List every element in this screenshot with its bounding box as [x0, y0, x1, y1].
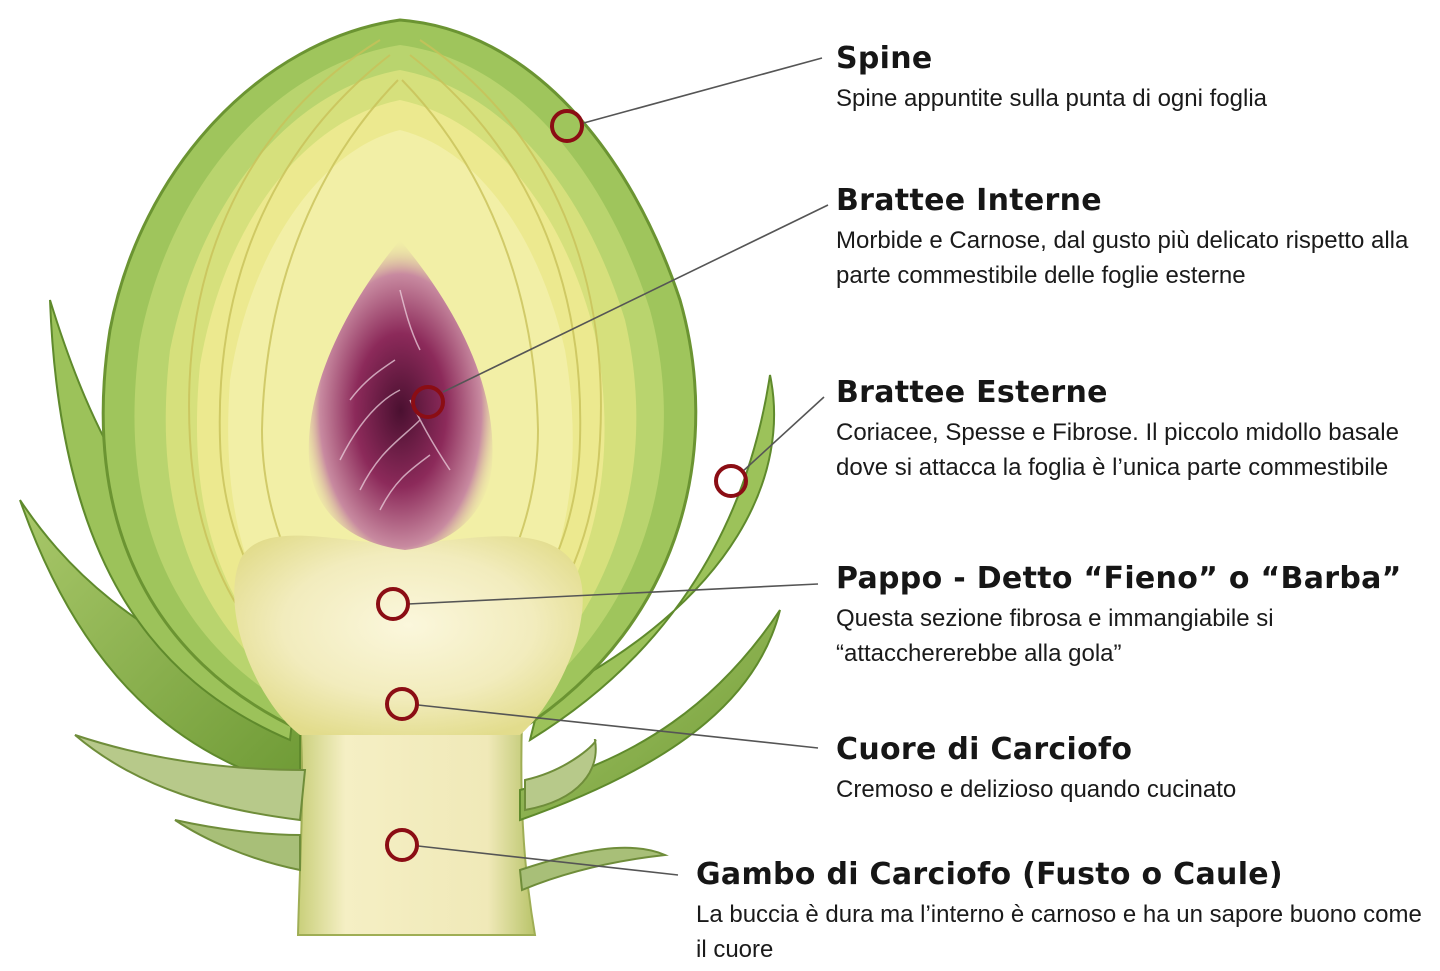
label-cuore: Cuore di Carciofo Cremoso e delizioso qu… — [836, 731, 1426, 807]
label-spine: Spine Spine appuntite sulla punta di ogn… — [836, 40, 1426, 116]
label-description: Spine appuntite sulla punta di ogni fogl… — [836, 81, 1426, 116]
outer-bract-right-3 — [520, 848, 665, 890]
heart-area — [234, 536, 583, 735]
label-description: Cremoso e delizioso quando cucinato — [836, 772, 1426, 807]
label-brattee-esterne: Brattee Esterne Coriacee, Spesse e Fibro… — [836, 374, 1436, 485]
label-title: Pappo - Detto “Fieno” o “Barba” — [836, 560, 1426, 598]
leader-line-spine — [580, 58, 822, 124]
marker-brattee-esterne — [716, 466, 746, 496]
label-pappo: Pappo - Detto “Fieno” o “Barba” Questa s… — [836, 560, 1426, 671]
label-description: La buccia è dura ma l’interno è carnoso … — [696, 897, 1426, 967]
label-title: Cuore di Carciofo — [836, 731, 1426, 769]
stem-shape — [298, 720, 535, 935]
label-title: Brattee Esterne — [836, 374, 1436, 412]
outer-bract-right-4 — [525, 740, 596, 810]
label-brattee-interne: Brattee Interne Morbide e Carnose, dal g… — [836, 182, 1416, 293]
label-description: Questa sezione fibrosa e immangiabile si… — [836, 601, 1426, 671]
label-title: Brattee Interne — [836, 182, 1416, 220]
leader-line-brattee-esterne — [742, 397, 824, 472]
label-gambo: Gambo di Carciofo (Fusto o Caule) La buc… — [696, 856, 1426, 967]
outer-bract-left-4 — [175, 820, 300, 870]
label-description: Coriacee, Spesse e Fibrose. Il piccolo m… — [836, 415, 1436, 485]
label-title: Spine — [836, 40, 1426, 78]
label-description: Morbide e Carnose, dal gusto più delicat… — [836, 223, 1416, 293]
label-title: Gambo di Carciofo (Fusto o Caule) — [696, 856, 1426, 894]
